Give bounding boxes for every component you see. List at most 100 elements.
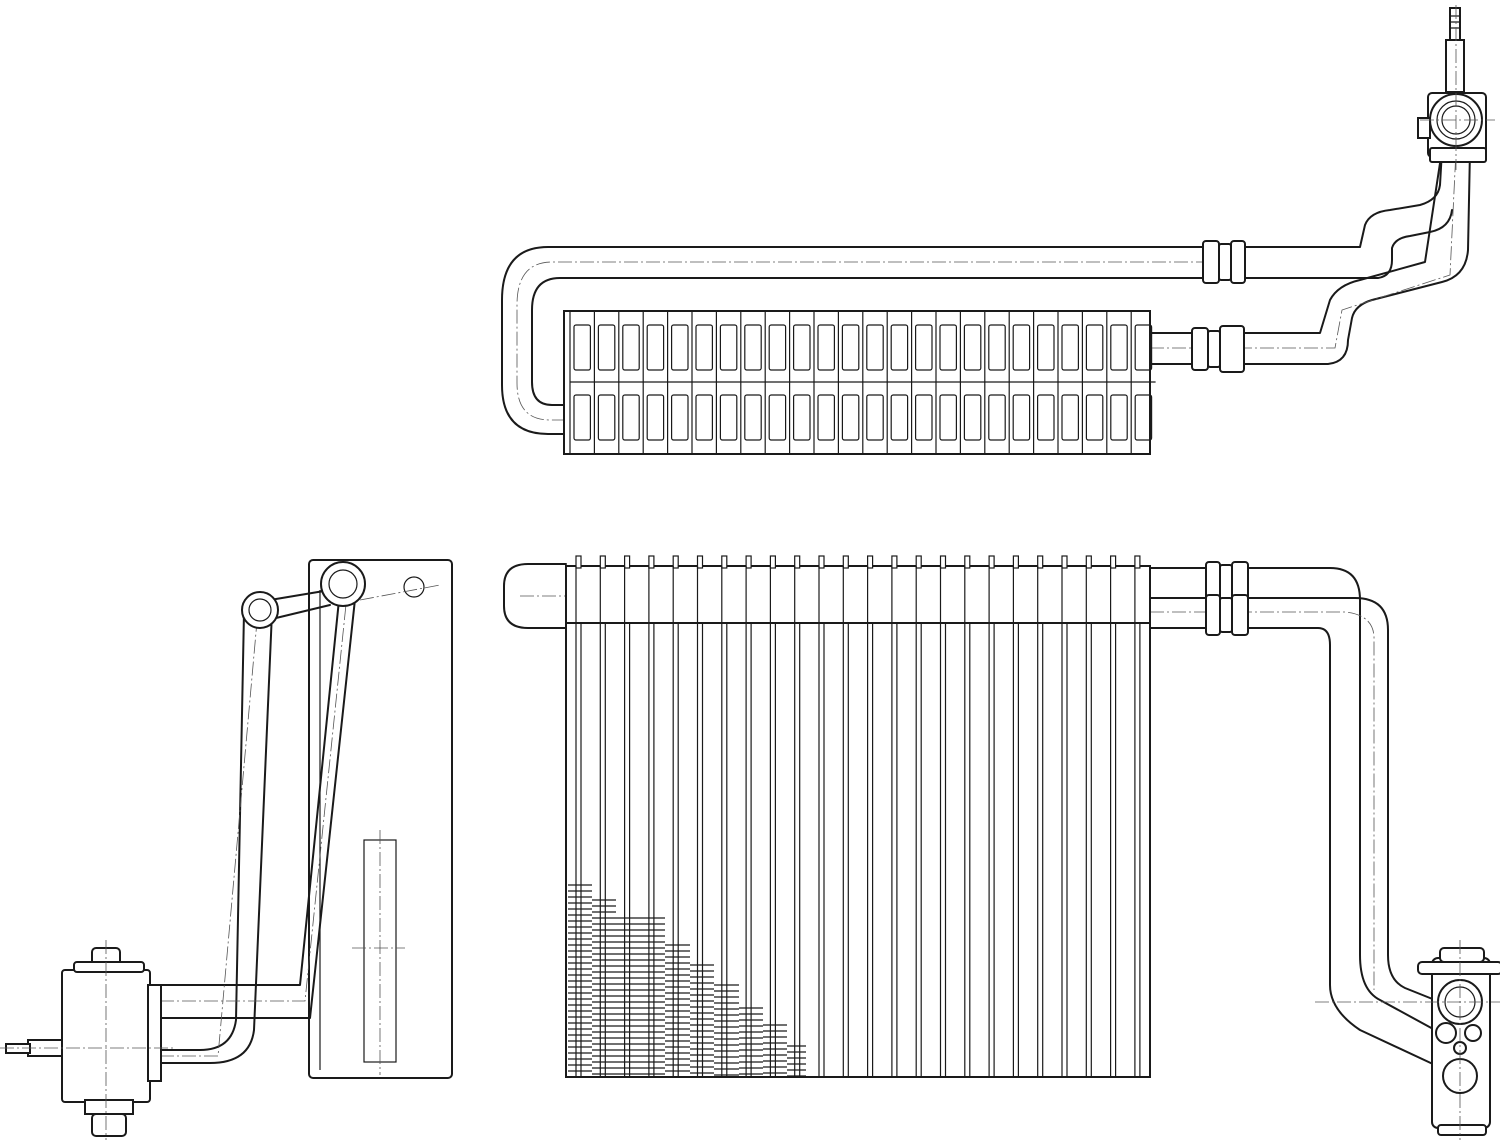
top-core-cell (1134, 394, 1153, 441)
top-core-cell (768, 394, 787, 441)
top-core-cell (866, 324, 884, 371)
top-core-cell (695, 324, 713, 371)
side-view-pipes (159, 589, 357, 1019)
front-header-stub (623, 555, 631, 569)
top-view-upper-pipe (501, 246, 1206, 435)
top-core-cell (841, 324, 860, 371)
top-core-cell (939, 324, 957, 371)
top-core-cell (1110, 324, 1128, 371)
top-core-cell (1110, 394, 1128, 441)
front-core-tube (867, 623, 874, 1077)
top-view-core (563, 310, 1156, 455)
top-core-cell (719, 324, 738, 371)
front-core-tube (818, 623, 825, 1077)
front-header-stub (842, 555, 849, 569)
front-core-tube (915, 623, 922, 1077)
front-core-tube (1110, 623, 1117, 1077)
front-core-tube (599, 623, 606, 1077)
top-view-lower-pipe (1149, 149, 1443, 334)
front-header-stub (964, 555, 971, 569)
front-header-stub (818, 555, 825, 569)
top-core-cell (914, 394, 933, 441)
top-core-cell (841, 394, 860, 441)
top-core-cell (646, 394, 665, 441)
front-core-tube (842, 623, 849, 1077)
front-header-stub (891, 555, 898, 569)
top-core-cell (890, 324, 909, 371)
top-view (501, 5, 1495, 455)
top-core-cell (890, 394, 909, 441)
front-header-stub (599, 555, 606, 569)
top-core-cell (1134, 324, 1153, 371)
front-header-stub (988, 555, 995, 569)
front-core-tube (794, 623, 801, 1077)
front-header-stub (1037, 555, 1044, 569)
top-view-fitting-upper (1202, 240, 1246, 284)
top-core-cell (744, 394, 762, 441)
front-header-stub (1134, 555, 1141, 569)
front-core-tube (891, 623, 898, 1077)
front-header-stub (1061, 555, 1068, 569)
top-core-cell (573, 324, 591, 371)
top-core-cell (646, 324, 665, 371)
top-core-cell (817, 394, 835, 441)
top-core-cell (792, 324, 811, 371)
front-core-tube (1085, 623, 1092, 1077)
front-core-tube (575, 623, 582, 1077)
top-core-cell (963, 324, 982, 371)
top-core-cell (597, 394, 616, 441)
top-core-cell (1085, 324, 1104, 371)
front-header-stub (648, 555, 655, 569)
front-view-fittings (1205, 561, 1249, 636)
front-header-stub (575, 555, 582, 569)
front-core-tube (1134, 623, 1141, 1077)
top-core-cell (988, 324, 1006, 371)
front-header-stub (1109, 555, 1117, 569)
top-core-cell (744, 324, 762, 371)
side-view (0, 559, 453, 1140)
top-core-cell (768, 324, 787, 371)
top-core-cell (719, 394, 738, 441)
top-core-cell (597, 324, 616, 371)
front-header-stub (745, 555, 752, 569)
top-core-cell (670, 394, 689, 441)
front-core-tube (672, 623, 679, 1077)
top-core-cell (573, 394, 591, 441)
top-core-cell (988, 394, 1006, 441)
front-core-tube (769, 623, 776, 1077)
top-core-cell (622, 324, 640, 371)
front-core-tube (721, 623, 728, 1077)
front-header-stub (769, 555, 777, 569)
top-core-cell (1061, 394, 1079, 441)
front-core-tube (624, 623, 631, 1077)
top-core-cell (1061, 324, 1079, 371)
front-header-stub (721, 555, 728, 569)
top-core-cell (670, 324, 689, 371)
top-view-fitting-lower (1191, 325, 1245, 373)
top-core-cell (866, 394, 884, 441)
front-view-core (565, 555, 1151, 1078)
front-header-stub (672, 555, 679, 569)
front-header-stub (866, 555, 874, 569)
front-header-stub (794, 555, 801, 569)
top-core-cell (963, 394, 982, 441)
top-core-cell (914, 324, 933, 371)
top-core-cell (1036, 324, 1055, 371)
top-core-cell (622, 394, 640, 441)
front-core-tube (648, 623, 655, 1077)
top-core-cell (817, 324, 835, 371)
top-core-cell (939, 394, 957, 441)
front-header-stub (915, 555, 922, 569)
top-core-cell (1036, 394, 1055, 441)
top-core-cell (792, 394, 811, 441)
front-header-stub (1085, 555, 1092, 569)
top-core-cell (695, 394, 713, 441)
top-core-cell (1012, 324, 1031, 371)
front-header-stub (939, 555, 947, 569)
front-header-stub (696, 555, 704, 569)
front-core-tube (1061, 623, 1068, 1077)
top-view-expansion-valve (1417, 5, 1495, 170)
front-view (503, 555, 1500, 1140)
front-core-tube (964, 623, 971, 1077)
front-core-tube (1012, 623, 1019, 1077)
